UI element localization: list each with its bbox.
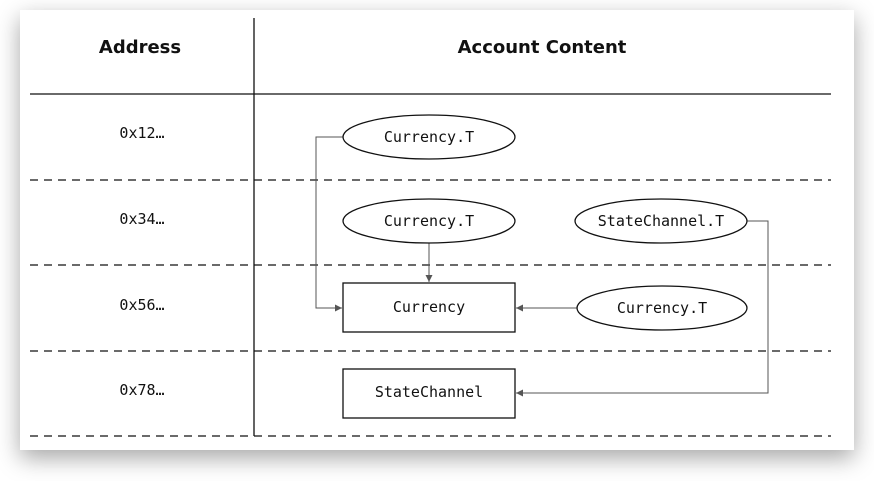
module-statechannel-box — [342, 368, 516, 419]
connector-currency-t-0x12-to-currency — [315, 136, 343, 312]
address-row-2: 0x34… — [119, 210, 165, 228]
resource-currency-t-label: Currency.T — [384, 212, 474, 230]
module-statechannel-label: StateChannel — [375, 383, 483, 401]
resource-currency-t-label: Currency.T — [617, 299, 707, 317]
resource-currency-t-node — [576, 285, 748, 331]
resource-currency-t-node — [342, 114, 516, 160]
address-column-header: Address — [98, 37, 182, 58]
account-content-column-header: Account Content — [457, 37, 627, 58]
resource-statechannel-t-label: StateChannel.T — [598, 212, 724, 230]
module-currency-box — [342, 282, 516, 333]
resource-currency-t-node — [342, 198, 516, 244]
address-row-3: 0x56… — [119, 296, 165, 314]
module-currency-label: Currency — [393, 298, 465, 316]
resource-statechannel-t-node — [574, 198, 748, 244]
address-row-1: 0x12… — [119, 124, 165, 142]
resource-currency-t-label: Currency.T — [384, 128, 474, 146]
connector-statechannel-t-to-statechannel — [516, 220, 769, 397]
address-row-4: 0x78… — [119, 381, 165, 399]
